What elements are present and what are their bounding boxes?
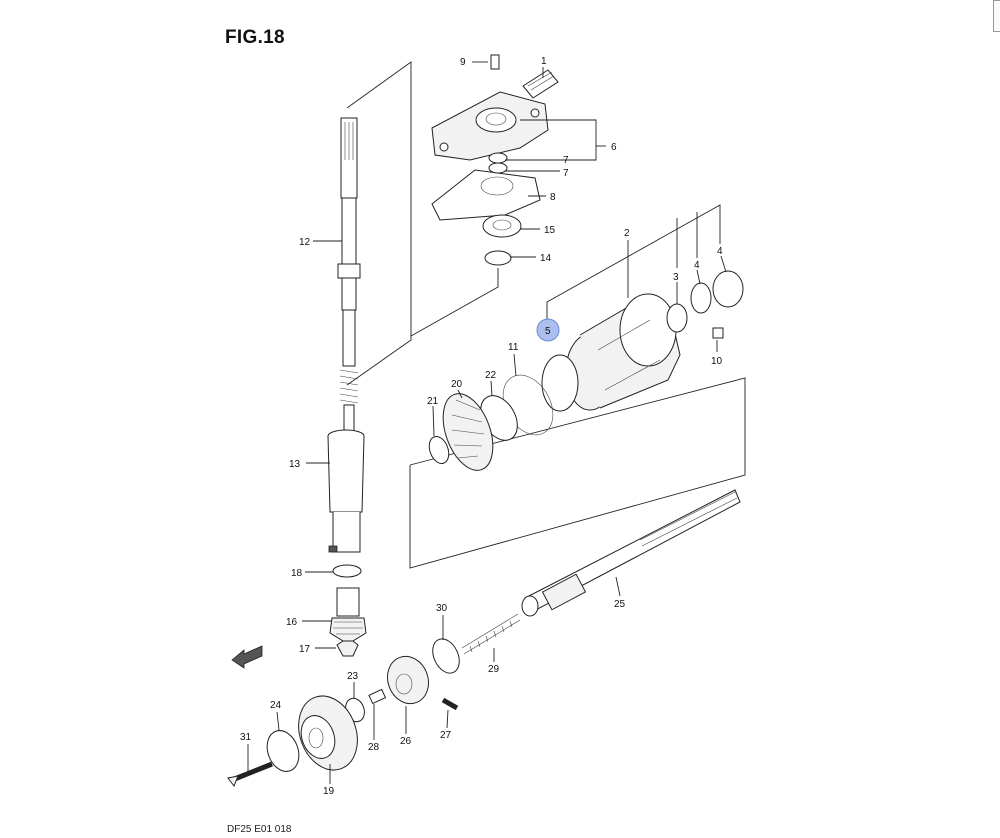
callout-7b[interactable]: 7 bbox=[563, 168, 569, 179]
washer-14 bbox=[484, 250, 512, 266]
seal-7b bbox=[488, 162, 508, 174]
forward-gear bbox=[298, 695, 358, 771]
callout-20[interactable]: 20 bbox=[451, 379, 463, 390]
callout-24[interactable]: 24 bbox=[270, 700, 282, 711]
callout-15[interactable]: 15 bbox=[544, 225, 556, 236]
callout-22[interactable]: 22 bbox=[485, 370, 497, 381]
callout-14[interactable]: 14 bbox=[540, 253, 552, 264]
callout-13[interactable]: 13 bbox=[289, 459, 301, 470]
callout-25[interactable]: 25 bbox=[614, 599, 626, 610]
callout-16[interactable]: 16 bbox=[286, 617, 298, 628]
leader-lines bbox=[247, 61, 727, 784]
highlight-marker[interactable] bbox=[536, 318, 560, 342]
callout-21[interactable]: 21 bbox=[427, 396, 439, 407]
callout-11[interactable]: 11 bbox=[508, 342, 519, 353]
pump-bracket bbox=[410, 268, 499, 337]
callout-5[interactable]: 5 bbox=[545, 326, 551, 337]
reverse-gear bbox=[442, 393, 494, 471]
pump-gasket bbox=[431, 169, 541, 221]
callout-7a[interactable]: 7 bbox=[563, 155, 569, 166]
shim-24 bbox=[266, 730, 300, 772]
forward-arrow-icon bbox=[231, 645, 263, 669]
bearing-15 bbox=[482, 214, 522, 238]
callout-26[interactable]: 26 bbox=[400, 736, 412, 747]
callout-9[interactable]: 9 bbox=[460, 57, 466, 68]
sleeve bbox=[327, 429, 365, 553]
bolt-10 bbox=[712, 327, 724, 339]
water-pump-case bbox=[431, 91, 549, 161]
seal-4b bbox=[712, 270, 744, 308]
pin-28 bbox=[368, 688, 387, 705]
callout-18[interactable]: 18 bbox=[291, 568, 303, 579]
scroll-tab[interactable] bbox=[993, 0, 1000, 32]
shim-21 bbox=[428, 435, 450, 465]
callout-28[interactable]: 28 bbox=[368, 742, 380, 753]
callout-31[interactable]: 31 bbox=[240, 732, 252, 743]
propeller-shaft-housing bbox=[565, 293, 681, 411]
spring-29 bbox=[461, 613, 521, 655]
nut-17 bbox=[336, 640, 359, 657]
middle-bracket bbox=[409, 377, 746, 569]
callout-2[interactable]: 2 bbox=[624, 228, 630, 239]
callout-23[interactable]: 23 bbox=[347, 671, 359, 682]
callout-1[interactable]: 1 bbox=[541, 56, 547, 67]
callout-10[interactable]: 10 bbox=[711, 356, 723, 367]
shift-cam-31 bbox=[227, 761, 273, 788]
callout-labels: 1 2 3 4 4 5 6 7 7 8 9 10 11 12 13 14 15 … bbox=[240, 56, 723, 797]
drive-shaft bbox=[337, 117, 361, 434]
figure-title: FIG.18 bbox=[225, 27, 285, 48]
impeller-1 bbox=[522, 69, 559, 99]
ring-5 bbox=[541, 354, 579, 412]
pin-27 bbox=[441, 697, 459, 711]
callout-4a[interactable]: 4 bbox=[694, 260, 700, 271]
seal-7a bbox=[488, 152, 508, 164]
clutch-dog bbox=[386, 655, 430, 705]
pinion-gear bbox=[329, 587, 367, 645]
callout-17[interactable]: 17 bbox=[299, 644, 311, 655]
callout-27[interactable]: 27 bbox=[440, 730, 452, 741]
seal-4a bbox=[690, 282, 712, 314]
ring-30 bbox=[432, 638, 460, 674]
upper-bracket bbox=[346, 61, 412, 386]
diagram-code: DF25 E01 018 bbox=[227, 824, 292, 835]
washer-18 bbox=[332, 564, 362, 578]
callout-19[interactable]: 19 bbox=[323, 786, 335, 797]
callout-29[interactable]: 29 bbox=[488, 664, 500, 675]
propeller-shaft bbox=[521, 489, 741, 617]
callout-12[interactable]: 12 bbox=[299, 237, 311, 248]
callout-6[interactable]: 6 bbox=[611, 142, 617, 153]
callout-3[interactable]: 3 bbox=[673, 272, 679, 283]
callout-30[interactable]: 30 bbox=[436, 603, 448, 614]
bolt-9 bbox=[490, 54, 500, 70]
callout-8[interactable]: 8 bbox=[550, 192, 556, 203]
bearing-3 bbox=[666, 303, 688, 333]
callout-4b[interactable]: 4 bbox=[717, 246, 723, 257]
